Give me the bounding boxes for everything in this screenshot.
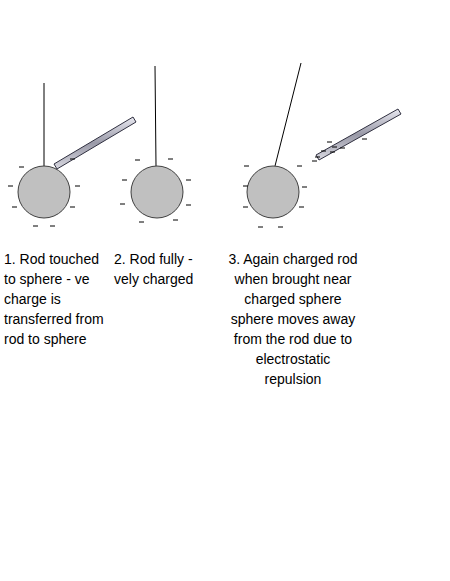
minus-sign	[33, 226, 38, 227]
minus-sign	[258, 227, 263, 228]
minus-sign	[312, 161, 317, 162]
minus-sign	[8, 186, 13, 187]
minus-sign	[70, 159, 75, 160]
minus-sign	[330, 152, 335, 153]
minus-sign	[75, 186, 80, 187]
minus-sign	[139, 222, 144, 223]
sphere	[18, 166, 70, 218]
thread	[44, 83, 45, 166]
caption: 2. Rod fully - vely charged	[114, 249, 218, 289]
minus-sign	[321, 151, 326, 152]
minus-sign	[243, 207, 248, 208]
minus-sign	[327, 142, 332, 143]
sphere	[131, 166, 183, 218]
thread	[155, 66, 156, 166]
minus-sign	[362, 139, 367, 140]
minus-sign	[244, 166, 249, 167]
minus-sign	[278, 227, 283, 228]
minus-sign	[302, 187, 307, 188]
minus-sign	[173, 220, 178, 221]
minus-sign	[186, 205, 191, 206]
minus-sign	[122, 180, 127, 181]
thread	[275, 63, 301, 166]
minus-sign	[12, 207, 17, 208]
minus-sign	[168, 159, 173, 160]
minus-sign	[186, 180, 191, 181]
minus-sign	[297, 166, 302, 167]
sphere	[247, 166, 299, 218]
minus-sign	[340, 148, 345, 149]
minus-sign	[315, 157, 320, 158]
minus-sign	[243, 186, 248, 187]
minus-sign	[135, 160, 140, 161]
charge-signs	[8, 139, 367, 227]
caption: 3. Again charged rod when brought near c…	[226, 249, 360, 389]
minus-sign	[120, 204, 125, 205]
minus-sign	[70, 207, 75, 208]
caption: 1. Rod touched to sphere - ve charge is …	[4, 249, 112, 349]
minus-sign	[299, 207, 304, 208]
minus-sign	[50, 226, 55, 227]
charged-rod	[316, 109, 401, 160]
charged-rod	[54, 117, 136, 169]
minus-sign	[332, 147, 337, 148]
minus-sign	[19, 167, 24, 168]
